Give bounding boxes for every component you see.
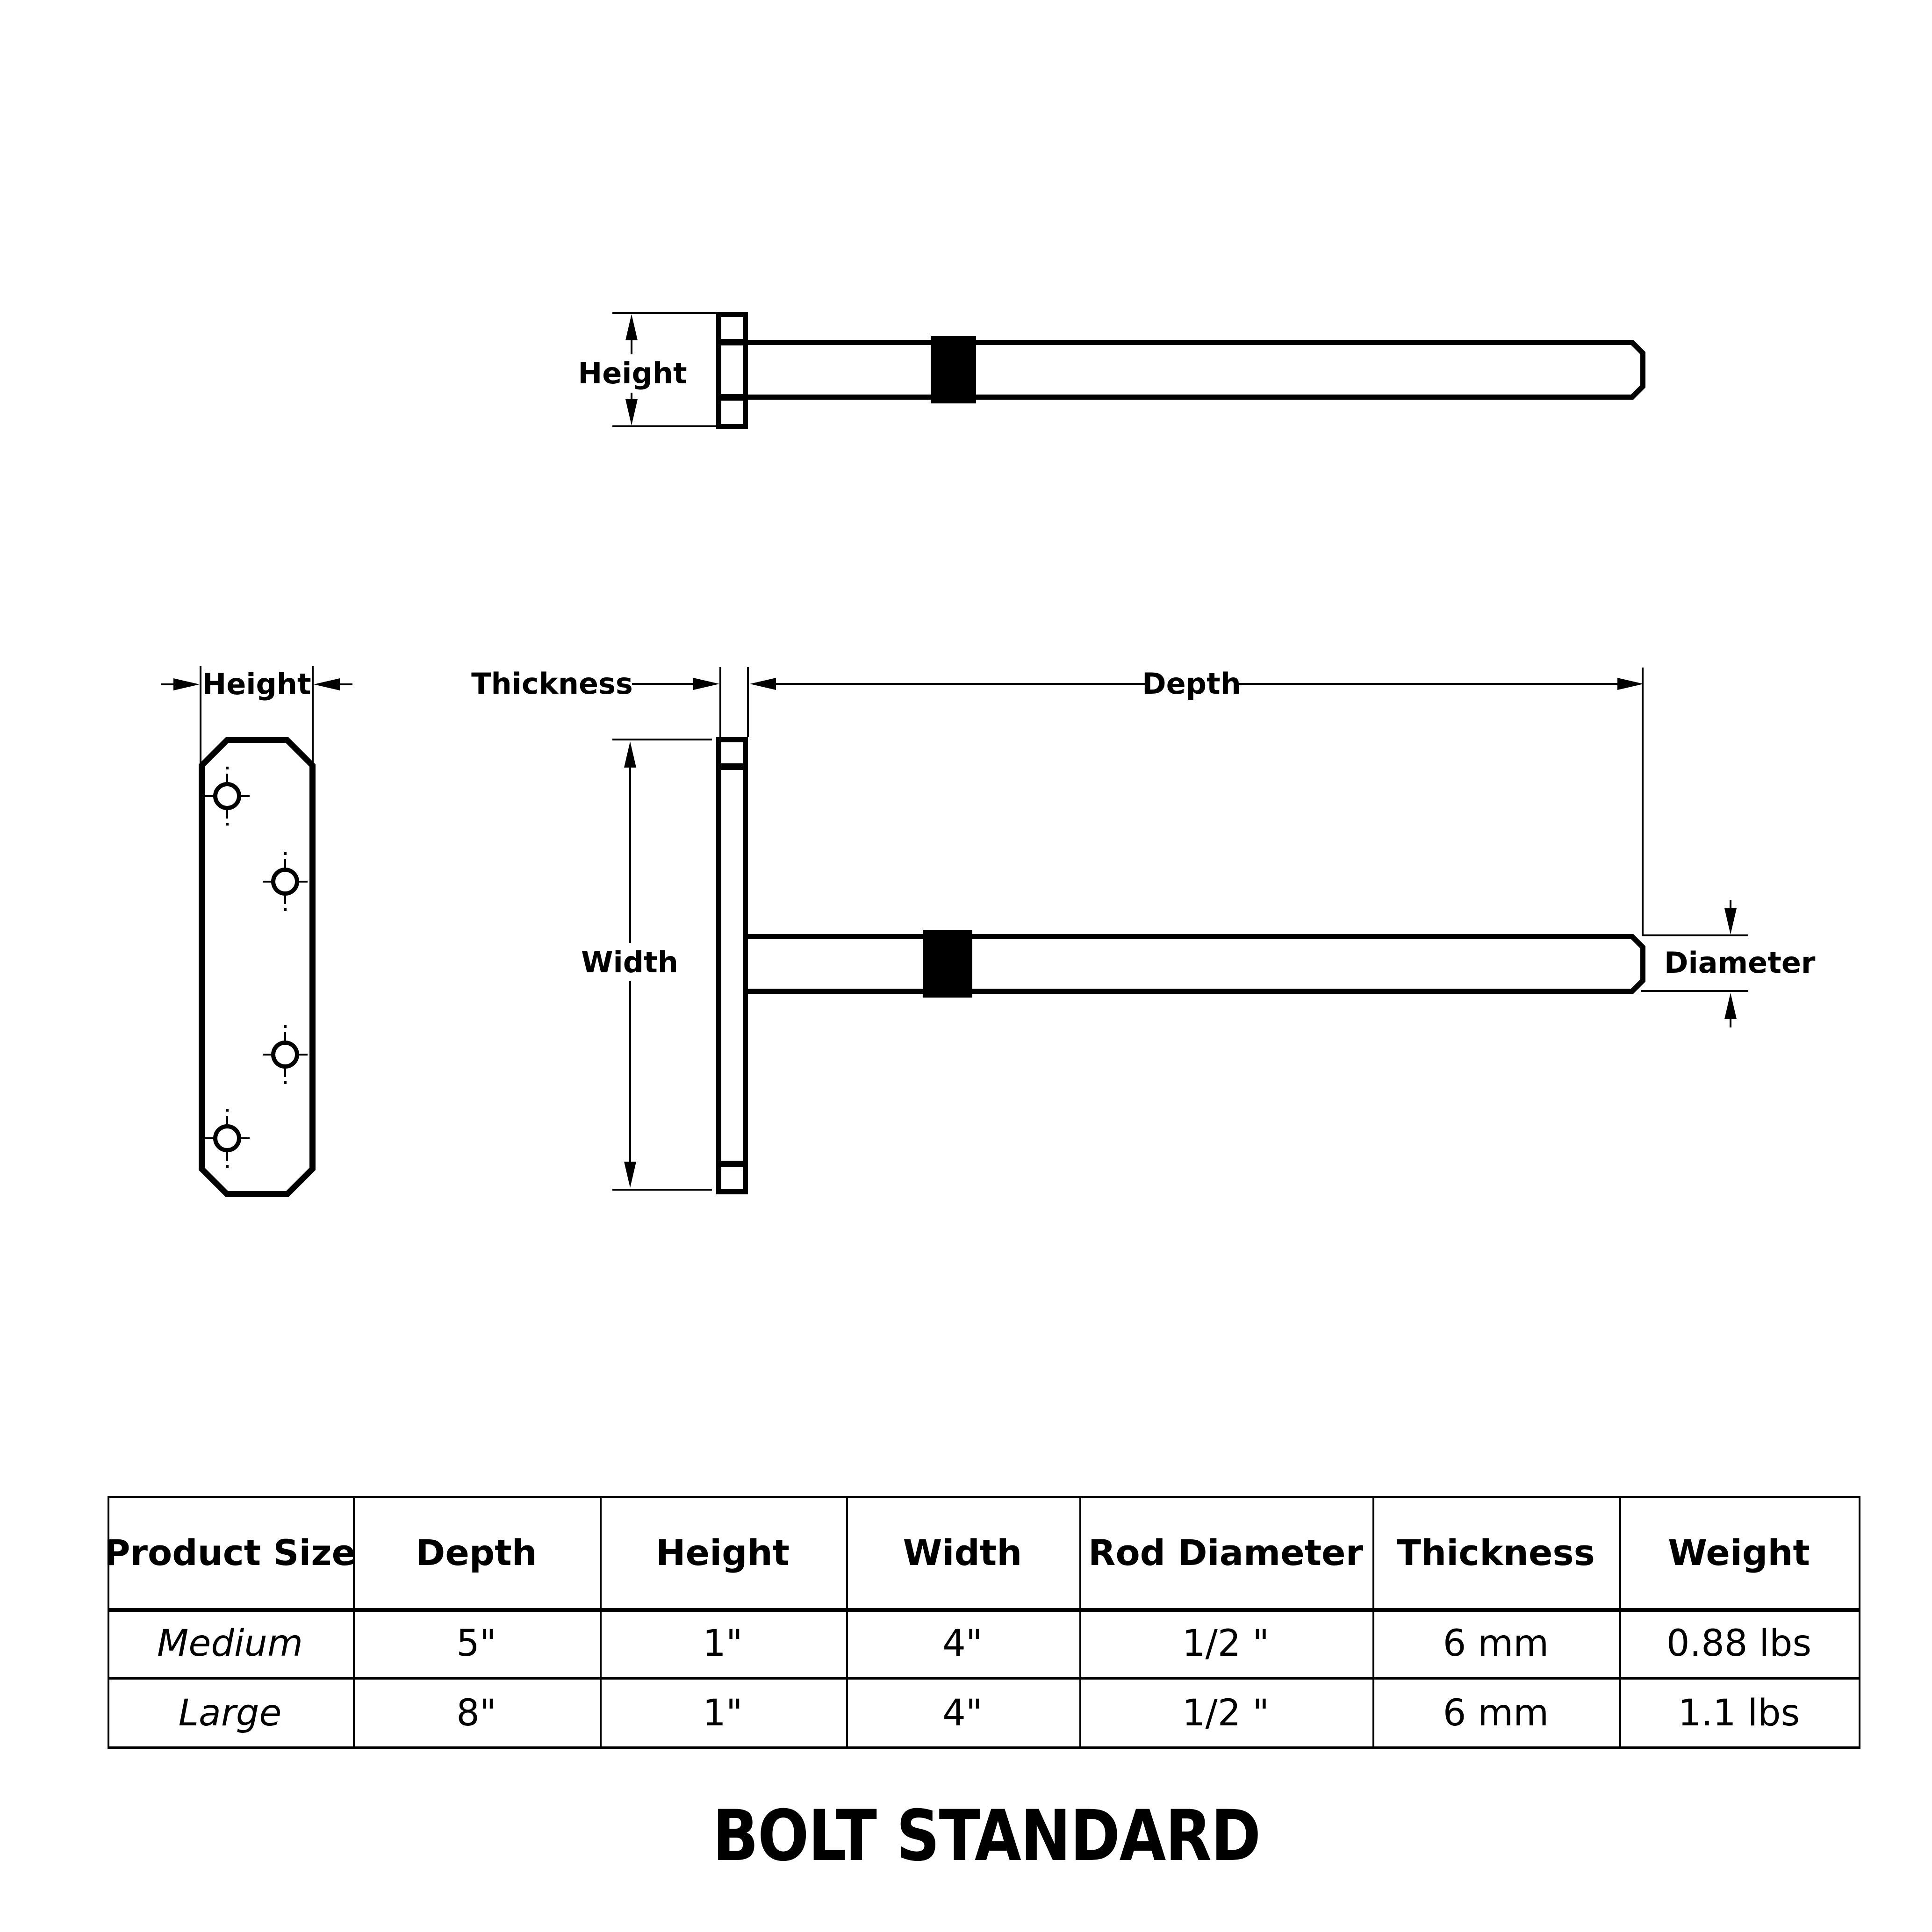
diameter-arrow-down-icon [1724,908,1737,934]
table-col-line-6 [1619,1496,1621,1749]
depth-ext-right [1642,668,1644,935]
table-header-height: Height [655,1532,790,1573]
depth-dim-line-right [1239,683,1617,685]
side-rod-face [748,939,1640,989]
front-plate-face [205,743,309,1191]
top-rod-collar [931,336,976,403]
hole3-centermark-dot [284,1025,287,1028]
front-height-arrow-right-icon [314,678,340,690]
diameter-arrow-top-tail [1730,900,1731,913]
table-header-weight: Weight [1668,1532,1810,1573]
table-row-medium-size: Medium [157,1623,303,1665]
table-row-large-thickness: 6 mm [1443,1692,1549,1734]
hole4 [213,1124,241,1152]
side-plate [716,737,748,1194]
width-dim-line-lower [629,981,631,1163]
table-header-width: Width [903,1532,1022,1573]
hole2 [271,868,299,896]
table-row-large-depth: 8" [456,1692,496,1734]
top-height-arrow-up-icon [625,314,638,340]
depth-label: Depth [1142,667,1241,701]
hole3 [271,1041,299,1069]
table-col-line-5 [1372,1496,1374,1749]
table-header-depth: Depth [416,1532,537,1573]
table-row-medium-height: 1" [703,1623,743,1665]
width-dim-line-upper [629,767,631,943]
table-col-line-1 [353,1496,355,1749]
front-height-arrow-left-icon [173,678,200,690]
width-arrow-up-icon [624,741,636,768]
table-row-medium-width: 4" [942,1623,983,1665]
thickness-leader-line [632,683,694,685]
depth-arrow-right-icon [1617,678,1644,690]
table-row-large-size: Large [178,1692,282,1734]
hole2-centermark-dot [284,852,287,855]
hole4-centermark-dot [226,1165,229,1168]
table-col-line-3 [846,1496,848,1749]
thickness-ext-left [719,667,721,737]
table-header-separator [108,1608,1860,1612]
width-ext-bottom [612,1189,712,1191]
table-row-large-rod-diameter: 1/2 " [1182,1692,1270,1734]
side-plate-divider-lower [721,1161,743,1167]
top-head-plate-divider-lower [721,394,743,401]
table-border-left [108,1496,109,1749]
table-row-large-width: 4" [942,1692,983,1734]
hole3-centermark-dot [284,1081,287,1084]
side-plate-divider-upper [721,763,743,770]
thickness-label: Thickness [471,667,633,701]
front-height-ext-right [312,666,314,763]
diameter-dim-line-top [1642,934,1748,936]
table-row-separator [108,1677,1860,1680]
side-rod [748,934,1645,994]
thickness-arrow-left-icon [693,678,719,690]
top-rod-face [748,345,1640,395]
hole2-centermark-dot [284,908,287,911]
hole1 [213,782,241,810]
table-row-medium-thickness: 6 mm [1443,1623,1549,1665]
diameter-arrow-bottom-tail [1730,1014,1731,1027]
width-arrow-down-icon [624,1162,636,1188]
front-plate [199,737,316,1197]
hole1-centermark-dot [226,823,229,826]
depth-arrow-left-icon [750,678,776,690]
thickness-ext-right [747,667,749,737]
table-row-large-height: 1" [703,1692,743,1734]
top-height-arrow-down-icon [625,399,638,425]
table-header-rod-diameter: Rod Diameter [1088,1532,1364,1573]
top-head-plate-divider-upper [721,339,743,345]
table-row-large-weight: 1.1 lbs [1678,1692,1800,1734]
top-head-plate [716,312,748,429]
diameter-dim-line-bottom [1641,990,1748,992]
side-rod-collar [923,930,972,998]
depth-dim-line-left [775,683,1145,685]
width-label: Width [581,945,678,979]
hole4-centermark-dot [226,1109,229,1112]
table-border-top [108,1496,1860,1498]
top-height-label: Height [578,356,687,390]
diameter-label: Diameter [1664,946,1816,980]
table-border-right [1859,1496,1860,1749]
front-height-arrow-right-tail [338,683,352,685]
table-border-bottom [108,1746,1860,1749]
front-height-ext-left [200,666,201,763]
top-rod [748,340,1645,400]
width-ext-top [612,739,712,740]
table-header-thickness: Thickness [1397,1532,1595,1573]
table-col-line-4 [1079,1496,1081,1749]
top-height-ext-bottom [612,425,722,427]
table-row-medium-weight: 0.88 lbs [1666,1623,1812,1665]
front-height-label: Height [202,667,311,701]
top-height-ext-top [612,312,722,314]
table-row-medium-rod-diameter: 1/2 " [1182,1623,1270,1665]
table-col-line-2 [600,1496,602,1749]
table-header-product-size: Product Size [104,1532,356,1573]
page-title: BOLT STANDARD [712,1796,1261,1877]
hole1-centermark-dot [226,767,229,769]
table-row-medium-depth: 5" [456,1623,496,1665]
front-height-arrow-left-tail [161,683,176,685]
top-height-dim-line-upper [631,327,632,354]
